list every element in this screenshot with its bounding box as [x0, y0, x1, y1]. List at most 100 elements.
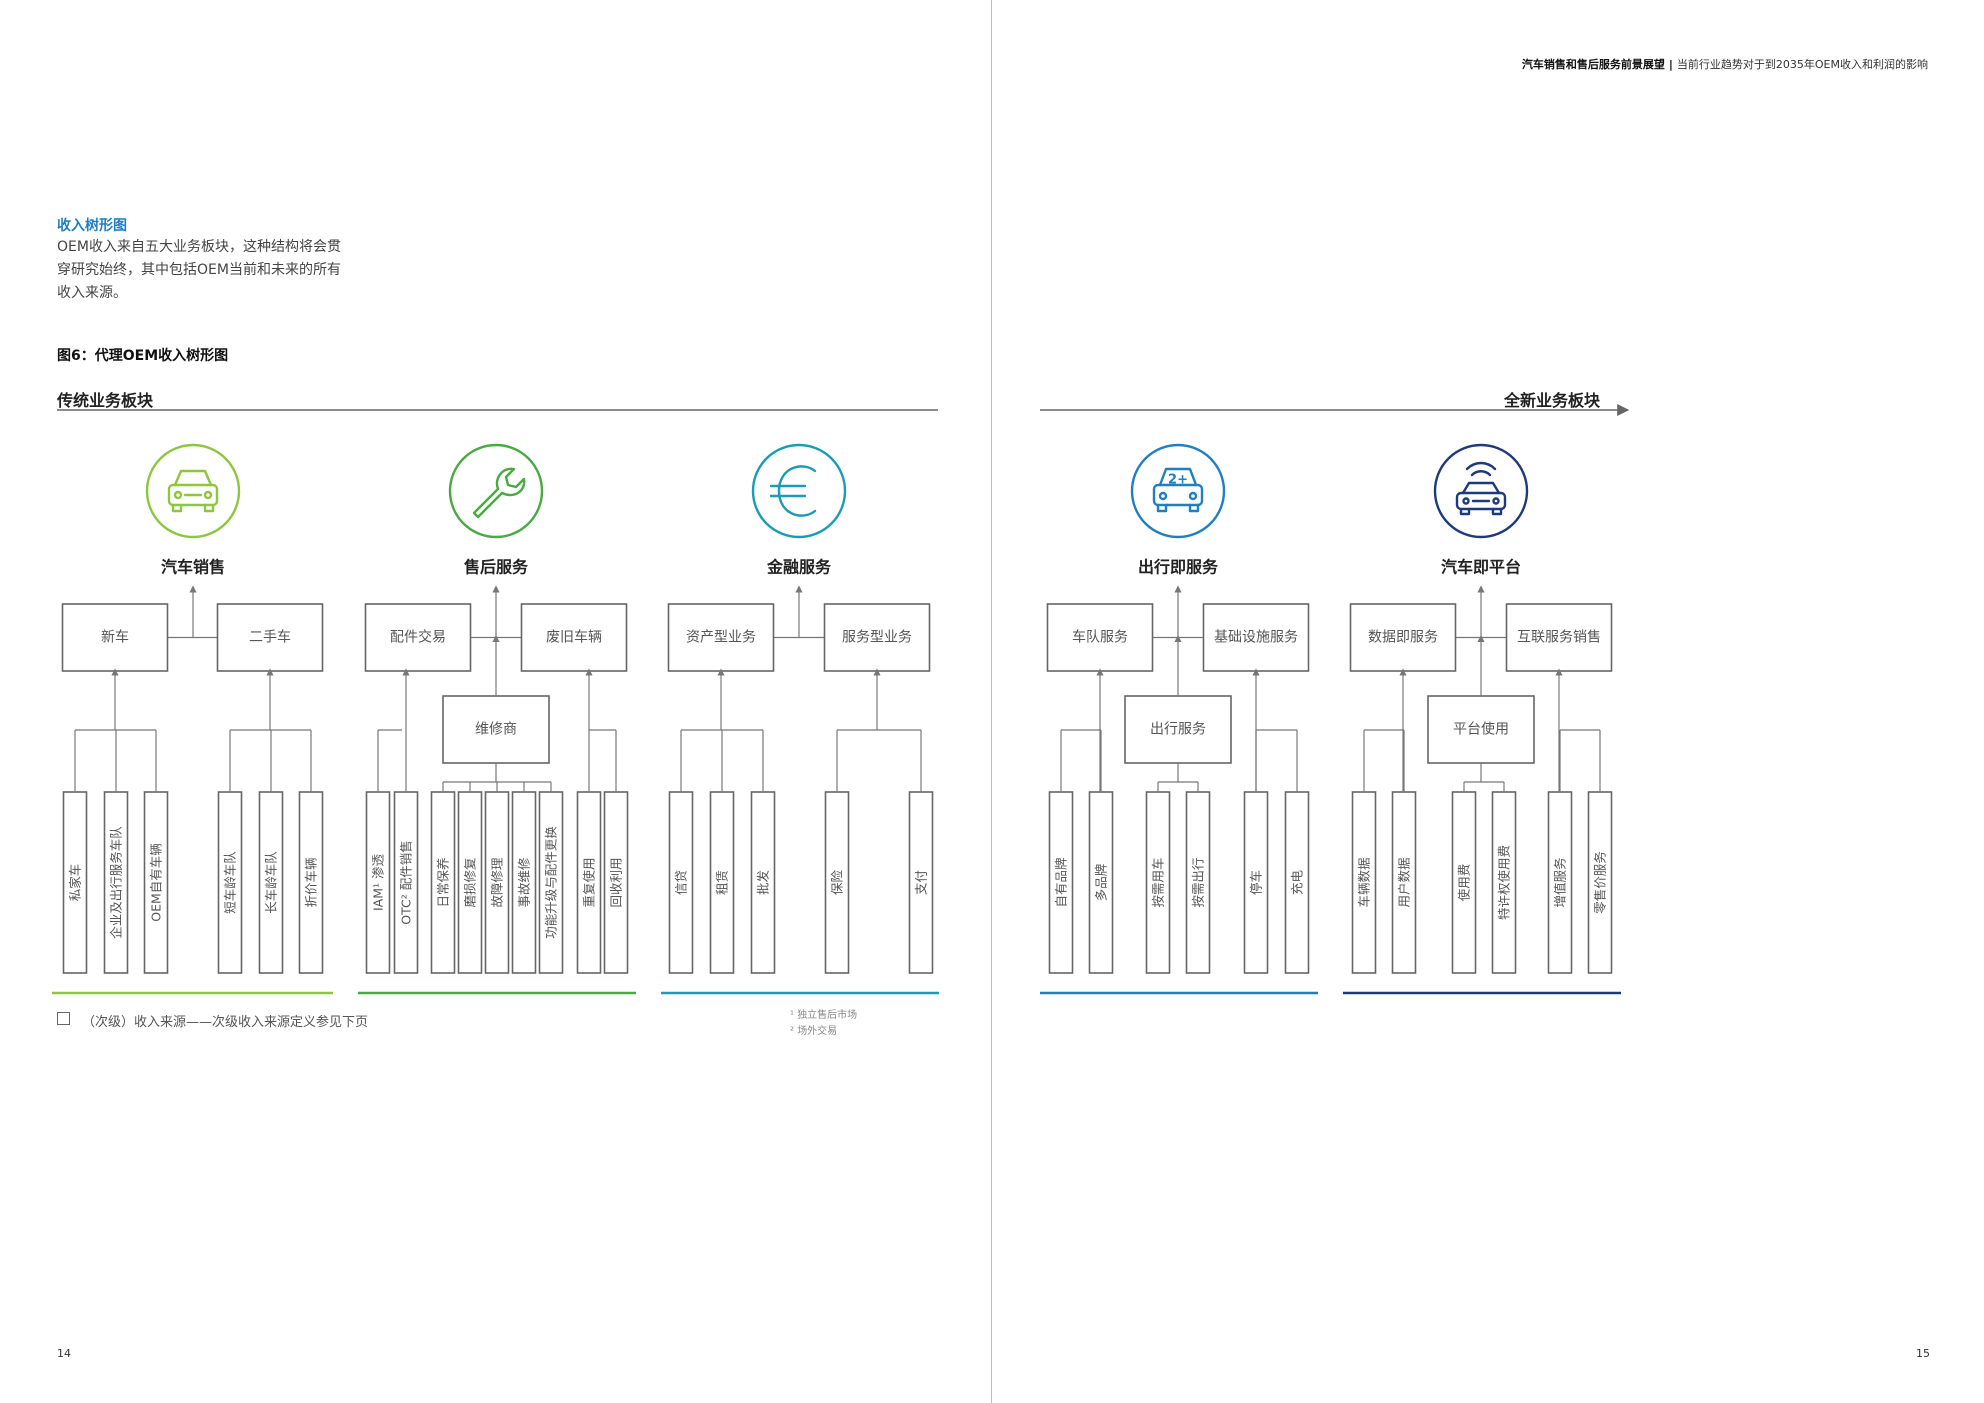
leaf-label: 租赁 [715, 870, 730, 895]
car-roof [1461, 481, 1501, 495]
car-body [167, 483, 219, 507]
category-title: 售后服务 [464, 558, 529, 577]
level2-label: 数据即服务 [1368, 630, 1438, 646]
leaf-label: OEM自有车辆 [149, 843, 164, 922]
level2-label: 废旧车辆 [546, 629, 602, 646]
running-header: 汽车销售和售后服务前景展望|当前行业趋势对于到2035年OEM收入和利润的影响 [1522, 56, 1928, 72]
header-subtitle: 当前行业趋势对于到2035年OEM收入和利润的影响 [1676, 58, 1928, 71]
car-wheels [1459, 507, 1503, 516]
level2-label: 服务型业务 [842, 630, 912, 646]
level2-box [364, 603, 472, 672]
footnote-2: ² 场外交易 [790, 1026, 838, 1037]
level2-box [520, 603, 628, 672]
legend-box-symbol [57, 1012, 70, 1025]
car-headlight [1158, 491, 1168, 501]
leaf-label: 自有品牌 [1054, 857, 1069, 907]
footnote-1: ¹ 独立售后市场 [790, 1010, 858, 1021]
intro-body: OEM收入来自五大业务板块，这种结构将会贯穿研究始终，其中包括OEM当前和未来的… [57, 239, 341, 301]
car-headlight [1462, 497, 1470, 505]
level2-label: 资产型业务 [686, 630, 756, 646]
leaf-label: 车辆数据 [1357, 857, 1372, 907]
hub-box [442, 695, 550, 764]
leaf-label: 停车 [1249, 870, 1264, 895]
leaf-label: 按需出行 [1191, 857, 1206, 907]
leaf-label: IAM¹ 渗透 [371, 854, 386, 912]
level2-label: 车队服务 [1072, 629, 1128, 646]
level2-label: 二手车 [249, 629, 291, 646]
leaf-label: 长车龄车队 [264, 851, 279, 914]
car-body [1152, 483, 1204, 507]
leaf-label: 支付 [914, 870, 929, 895]
leaf-label: 故障修理 [490, 857, 505, 908]
hub-box [1427, 695, 1535, 764]
car-headlight [173, 490, 183, 500]
euro-icon-ring [751, 443, 847, 539]
level2-label: 新车 [101, 629, 129, 646]
leaf-label: 多品牌 [1094, 864, 1109, 902]
connected-car-icon-ring [1433, 443, 1529, 539]
leaf-label: 日常保养 [436, 857, 451, 907]
figure-title: 图6：代理OEM收入树形图 [57, 348, 229, 364]
hub-box [1124, 695, 1232, 764]
level2-label: 基础设施服务 [1214, 629, 1298, 646]
segment-label-new: 全新业务板块 [1504, 391, 1601, 410]
car-wheels [171, 503, 215, 513]
leaf-label: 零售价服务 [1593, 851, 1608, 914]
leaf-label: 按需用车 [1151, 857, 1166, 907]
leaf-label: 折价车辆 [304, 857, 319, 907]
leaf-label: 信贷 [674, 870, 689, 895]
car-2plus-icon: 2+ [1130, 443, 1226, 539]
euro-icon [751, 443, 847, 539]
hub-label: 维修商 [475, 722, 517, 738]
car-passenger-count: 2+ [1168, 473, 1188, 488]
leaf-label: 充电 [1290, 870, 1305, 896]
car-roof [1158, 467, 1198, 487]
level2-box [61, 603, 169, 672]
leaf-label: 私家车 [68, 864, 83, 902]
leaf-label: 保险 [830, 870, 845, 896]
car-icon-ring [145, 443, 241, 539]
signal-wave [1465, 461, 1497, 471]
leaf-label: 批发 [756, 870, 771, 896]
segment-label-traditional: 传统业务板块 [57, 391, 154, 410]
leaf-label: 特许权使用费 [1497, 845, 1512, 920]
leaf-label: 回收利用 [609, 857, 624, 907]
level2-label: 配件交易 [390, 629, 446, 646]
connected-car-icon [1433, 443, 1529, 539]
category-title: 出行即服务 [1138, 558, 1219, 577]
category-title: 汽车即平台 [1441, 558, 1521, 577]
euro-curve [777, 465, 817, 517]
category-title: 汽车销售 [161, 558, 225, 577]
legend-text: （次级）收入来源——次级收入来源定义参见下页 [82, 1015, 369, 1030]
leaf-label: 企业及出行服务车队 [109, 826, 124, 939]
level2-box [667, 603, 775, 672]
leaf-label: 短车龄车队 [223, 851, 238, 914]
level2-box [216, 603, 324, 672]
car-body [1455, 491, 1507, 511]
header-separator: | [1668, 58, 1673, 71]
leaf-label: 增值服务 [1553, 857, 1568, 907]
page-number-right: 15 [1916, 1347, 1930, 1360]
car-wheels [1156, 503, 1200, 513]
signal-wave [1470, 470, 1492, 477]
level2-box [1202, 603, 1310, 672]
hub-label: 平台使用 [1453, 721, 1509, 738]
car-headlight [1188, 491, 1198, 501]
leaf-label: 磨损修复 [463, 857, 478, 908]
leaf-label: 使用费 [1457, 864, 1472, 902]
header-title: 汽车销售和售后服务前景展望 [1521, 58, 1665, 71]
level2-box [1505, 603, 1613, 672]
leaf-label: OTC² 配件销售 [399, 840, 414, 924]
hub-label: 出行服务 [1150, 722, 1206, 738]
level2-box [1349, 603, 1457, 672]
car-roof [173, 469, 213, 487]
car-2plus-icon-ring [1130, 443, 1226, 539]
leaf-label: 功能升级与配件更换 [544, 826, 559, 939]
car-icon [145, 443, 241, 539]
wrench-icon [448, 443, 544, 539]
leaf-label: 用户数据 [1397, 857, 1412, 907]
car-headlight [203, 490, 213, 500]
wrench-icon-ring [448, 443, 544, 539]
intro-title: 收入树形图 [57, 218, 127, 234]
